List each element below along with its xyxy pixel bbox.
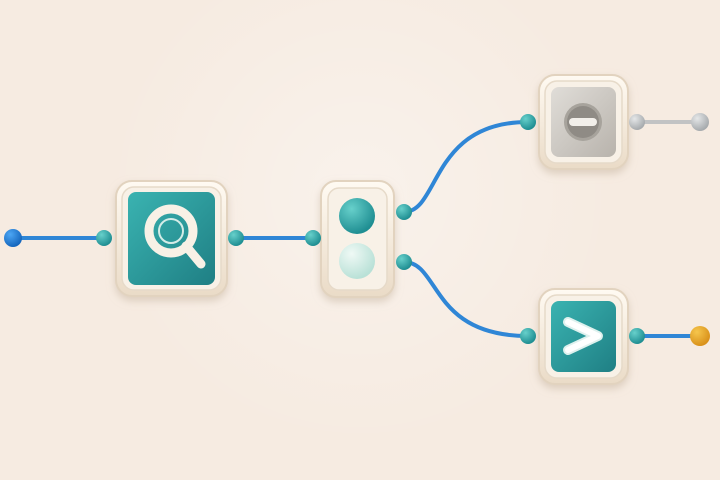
toggle-top-state[interactable] [339, 198, 375, 234]
toggle-to-remove-connector [402, 120, 530, 214]
search-node-input-port[interactable] [96, 230, 112, 246]
toggle-node-top-output-port[interactable] [396, 204, 412, 220]
toggle-node-bottom-output-port[interactable] [396, 254, 412, 270]
orange-output-endpoint-dot [690, 326, 710, 346]
toggle-to-forward-connector [402, 260, 530, 338]
toggle-bottom-state[interactable] [339, 243, 375, 279]
endpoint-orange [690, 326, 710, 346]
chevron-right-icon [563, 317, 603, 355]
forward-node[interactable] [520, 288, 645, 385]
connectors [11, 120, 702, 338]
endpoint-start [4, 229, 22, 247]
toggle-node-input-port[interactable] [305, 230, 321, 246]
remove-node-input-port[interactable] [520, 114, 536, 130]
forward-node-input-port[interactable] [520, 328, 536, 344]
search-node-output-port[interactable] [228, 230, 244, 246]
remove-node[interactable] [520, 74, 645, 170]
forward-node-output-port[interactable] [629, 328, 645, 344]
remove-node-output-port[interactable] [629, 114, 645, 130]
forward-node-face [551, 301, 616, 372]
search-icon [144, 204, 206, 269]
search-node[interactable] [96, 180, 244, 297]
gray-output-endpoint-dot [691, 113, 709, 131]
toggle-node[interactable] [305, 180, 412, 298]
start-endpoint-dot [4, 229, 22, 247]
minus-icon [564, 103, 602, 141]
endpoint-gray [691, 113, 709, 131]
two-state-switch-icon [339, 198, 375, 279]
